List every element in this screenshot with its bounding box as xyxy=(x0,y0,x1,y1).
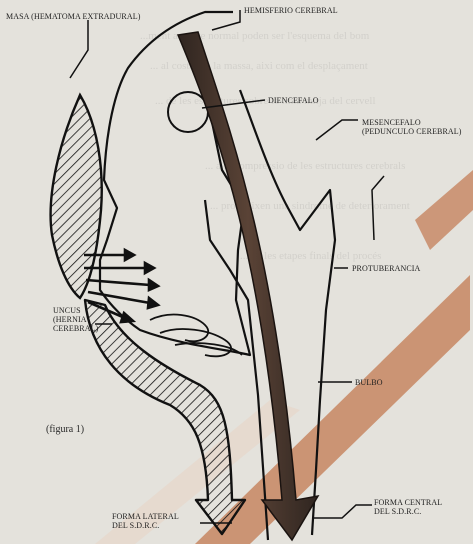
label-masa: MASA (HEMATOMA EXTRADURAL) xyxy=(6,12,140,21)
label-mesencefalo: MESENCEFALO (PEDUNCULO CEREBRAL) xyxy=(362,118,462,136)
figure-caption: (figura 1) xyxy=(46,424,84,435)
label-forma-central: FORMA CENTRAL DEL S.D.R.C. xyxy=(374,498,442,516)
label-hemisferio: HEMISFERIO CEREBRAL xyxy=(244,6,338,15)
label-bulbo: BULBO xyxy=(355,378,383,387)
label-diencefalo: DIENCEFALO xyxy=(268,96,319,105)
label-protuberancia: PROTUBERANCIA xyxy=(352,264,420,273)
label-uncus: UNCUS (HERNIA CEREBRAL) xyxy=(53,306,98,333)
hemisphere-outline xyxy=(100,12,250,355)
label-forma-lateral: FORMA LATERAL DEL S.D.R.C. xyxy=(112,512,179,530)
accent-stripe-upper xyxy=(415,170,473,250)
